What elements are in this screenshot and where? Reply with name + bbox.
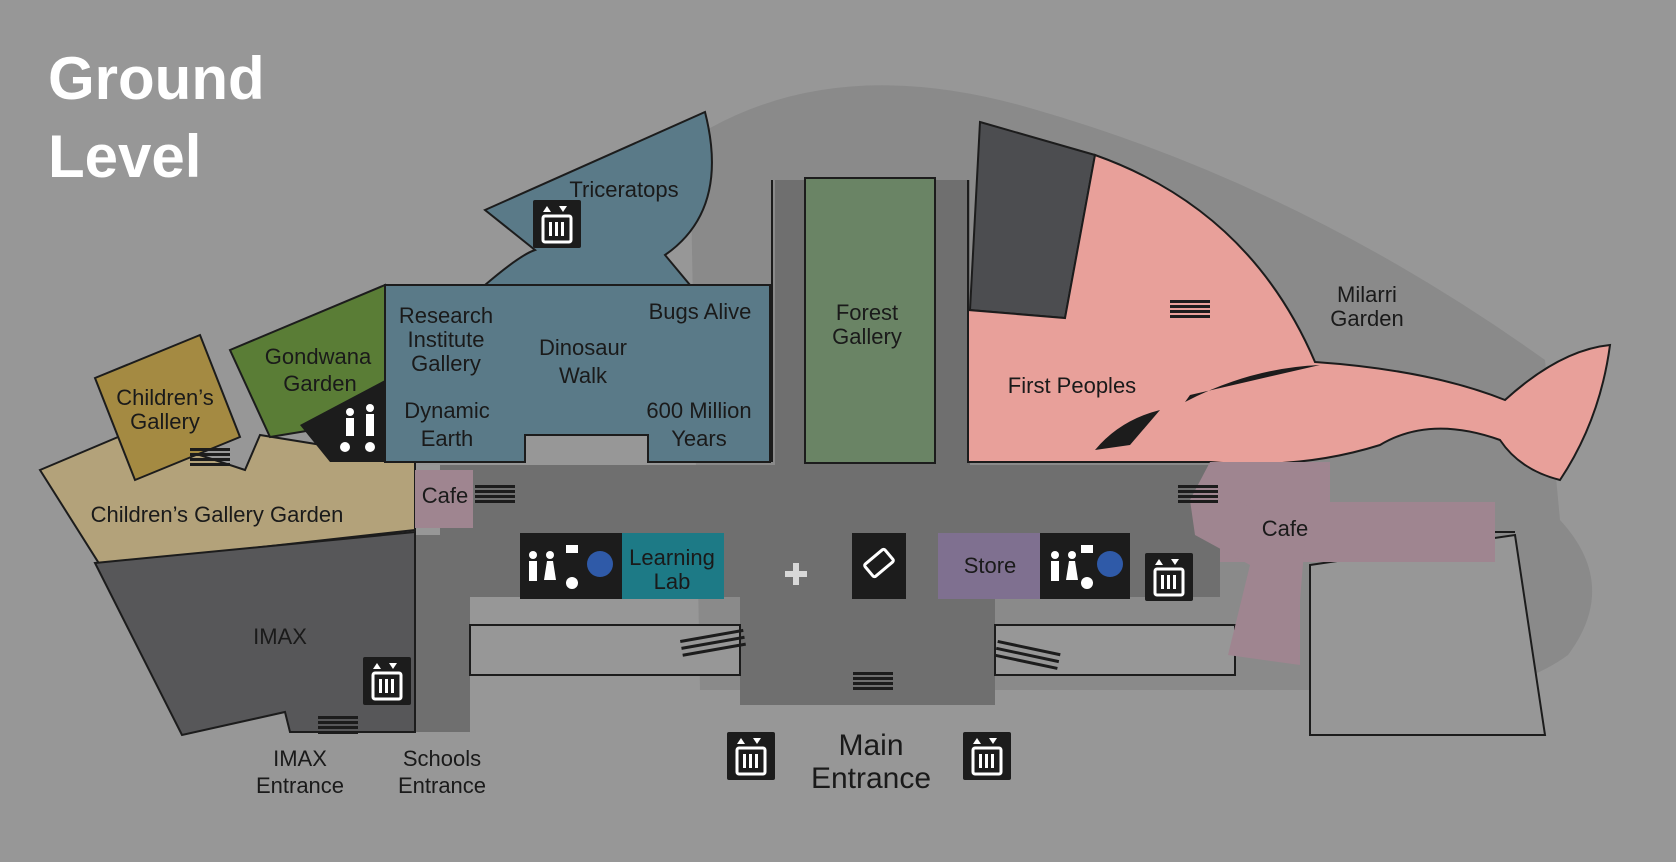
dynamic-earth-label-1: Dynamic [404, 398, 490, 423]
first-peoples-label: First Peoples [1008, 373, 1136, 398]
map-labels: Triceratops Research Institute Gallery D… [91, 177, 1404, 798]
cafe-left-area [415, 470, 473, 528]
600-million-label-1: 600 Million [646, 398, 751, 423]
lift-icon [961, 730, 1013, 782]
gondwana-label-2: Garden [283, 371, 356, 396]
childrens-garden-label: Children’s Gallery Garden [91, 502, 344, 527]
research-label-3: Gallery [411, 351, 481, 376]
lift-icon [1143, 551, 1195, 603]
level-title-line1: Ground [48, 45, 265, 112]
schools-entrance-label-2: Entrance [398, 773, 486, 798]
forest-gallery [804, 177, 936, 464]
store-area [938, 533, 1040, 599]
learning-lab-area [622, 533, 724, 599]
first-aid-icon [785, 563, 807, 585]
childrens-gallery [93, 333, 242, 482]
research-label-1: Research [399, 303, 493, 328]
main-entrance-label-1: Main [838, 729, 903, 762]
toilets-icon [529, 551, 1078, 581]
dinosaur-label-2: Walk [559, 363, 608, 388]
triceratops-label: Triceratops [569, 177, 678, 202]
accessible-toilet-icon [587, 551, 1123, 577]
level-title: Ground Level [48, 40, 265, 196]
gondwana-label-1: Gondwana [265, 344, 372, 369]
lift-icon [531, 198, 583, 250]
cafe-right-area [1190, 462, 1330, 665]
baby-change-icon [566, 545, 1093, 589]
dinosaur-label-1: Dinosaur [539, 335, 627, 360]
first-peoples-gallery [967, 153, 1612, 482]
main-entrance-label-2: Entrance [811, 762, 931, 795]
blue-galleries [384, 284, 771, 463]
imax-label: IMAX [253, 624, 307, 649]
imax-entrance-label-2: Entrance [256, 773, 344, 798]
dynamic-earth-label-2: Earth [421, 426, 474, 451]
lift-icon [361, 655, 413, 707]
childrens-gallery-label-1: Children’s [116, 385, 213, 410]
schools-entrance-label-1: Schools [403, 746, 481, 771]
600-million-label-2: Years [671, 426, 726, 451]
right-lower-wing [994, 624, 1236, 676]
learning-lab-label-1: Learning [629, 545, 715, 570]
cafe-right-label: Cafe [1262, 516, 1308, 541]
family-icon [340, 404, 375, 452]
milarri-garden-label-1: Milarri [1337, 282, 1397, 307]
lift-icon [725, 730, 777, 782]
bugs-alive-label: Bugs Alive [649, 299, 752, 324]
learning-lab-label-2: Lab [654, 569, 691, 594]
research-label-2: Institute [407, 327, 484, 352]
imax-entrance-label-1: IMAX [273, 746, 327, 771]
stairs-icon-angled [680, 628, 1061, 670]
store-label: Store [964, 553, 1017, 578]
left-lower-wing [469, 624, 741, 676]
ticket-icon [852, 533, 906, 599]
milarri-garden-label-2: Garden [1330, 306, 1403, 331]
level-title-line2: Level [48, 123, 202, 190]
family-area [300, 380, 385, 462]
annex-outline [1309, 533, 1547, 736]
cafe-left-label: Cafe [422, 483, 468, 508]
forest-gallery-label-1: Forest [836, 300, 898, 325]
forest-gallery-label-2: Gallery [832, 324, 902, 349]
childrens-gallery-label-2: Gallery [130, 409, 200, 434]
imax-area [93, 530, 416, 737]
